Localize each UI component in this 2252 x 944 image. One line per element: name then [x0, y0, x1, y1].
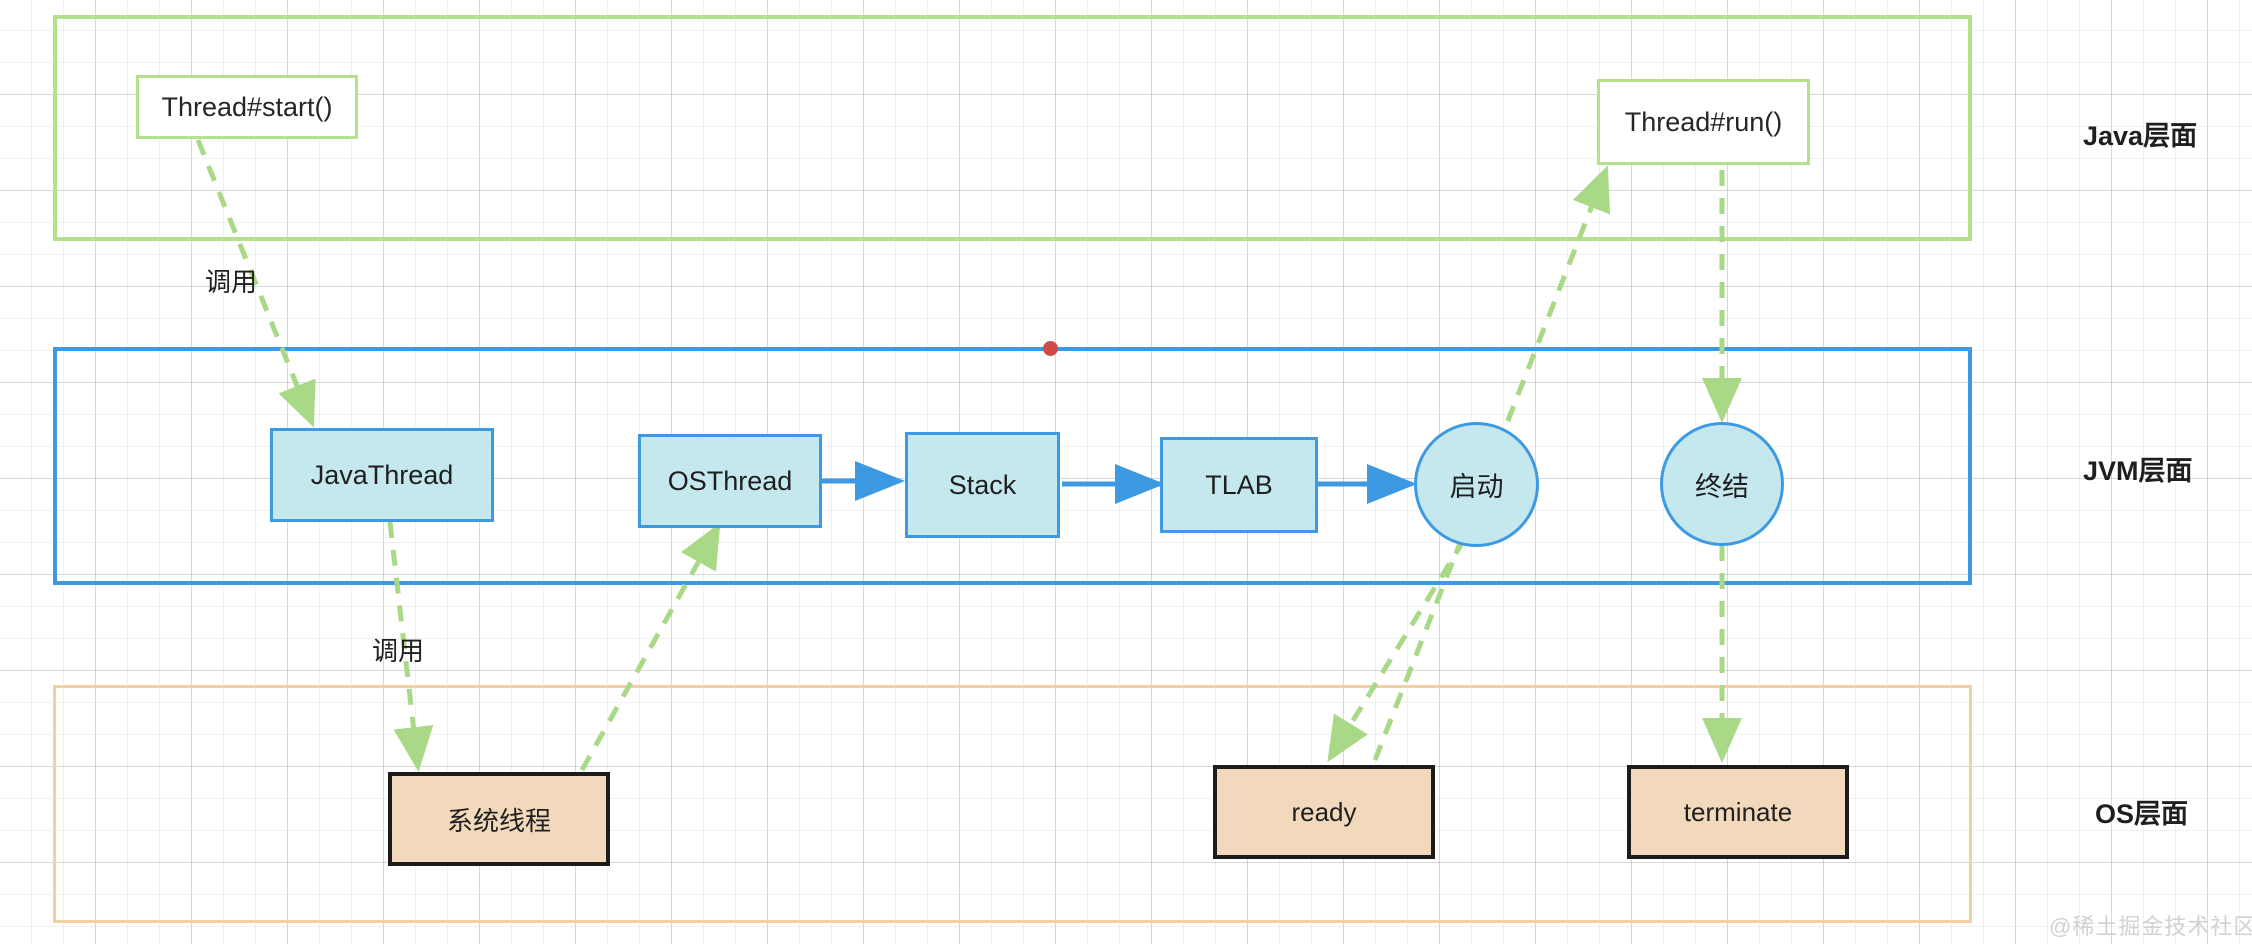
node-osthread[interactable]: OSThread [638, 434, 822, 528]
node-tlab-label: TLAB [1205, 469, 1273, 500]
lane-label-java: Java层面 [2083, 121, 2198, 151]
edge-qidong-ready [1327, 538, 1467, 763]
edge-javathread-systemthread [387, 521, 434, 772]
node-zhongjie[interactable]: 终结 [1660, 422, 1784, 546]
node-thread-run-label: Thread#run() [1624, 106, 1783, 137]
selection-handle-dot[interactable] [1043, 341, 1058, 356]
node-thread-start[interactable]: Thread#start() [136, 75, 358, 139]
node-qidong[interactable]: 启动 [1414, 422, 1539, 547]
lane-label-os: OS层面 [2095, 799, 2189, 829]
node-terminate-label: terminate [1683, 796, 1793, 827]
node-thread-run[interactable]: Thread#run() [1597, 79, 1810, 165]
node-javathread[interactable]: JavaThread [270, 428, 494, 522]
node-javathread-label: JavaThread [310, 459, 454, 490]
node-stack-label: Stack [948, 469, 1017, 500]
node-qidong-label: 启动 [1449, 472, 1504, 502]
node-osthread-label: OSThread [667, 465, 793, 496]
lane-os-container[interactable] [53, 685, 1972, 923]
lane-jvm-container[interactable] [53, 347, 1972, 585]
edge-systemthread-osthread [579, 522, 721, 772]
node-tlab[interactable]: TLAB [1160, 437, 1318, 533]
node-system-thread-label: 系统线程 [446, 805, 551, 836]
node-stack[interactable]: Stack [905, 432, 1060, 538]
node-zhongjie-label: 终结 [1695, 471, 1749, 502]
node-ready[interactable]: ready [1213, 765, 1435, 859]
edge-label-call-1: 调用 [205, 267, 258, 297]
node-terminate[interactable]: terminate [1627, 765, 1849, 859]
node-ready-label: ready [1291, 796, 1357, 827]
lane-java-container[interactable] [53, 15, 1972, 241]
lane-label-jvm: JVM层面 [2083, 456, 2193, 486]
edge-threadstart-javathread [195, 139, 316, 428]
watermark-text: @稀土掘金技术社区 [2049, 914, 2252, 939]
edge-label-call-2: 调用 [372, 636, 425, 666]
node-thread-start-label: Thread#start() [161, 91, 333, 122]
node-system-thread[interactable]: 系统线程 [388, 772, 610, 866]
